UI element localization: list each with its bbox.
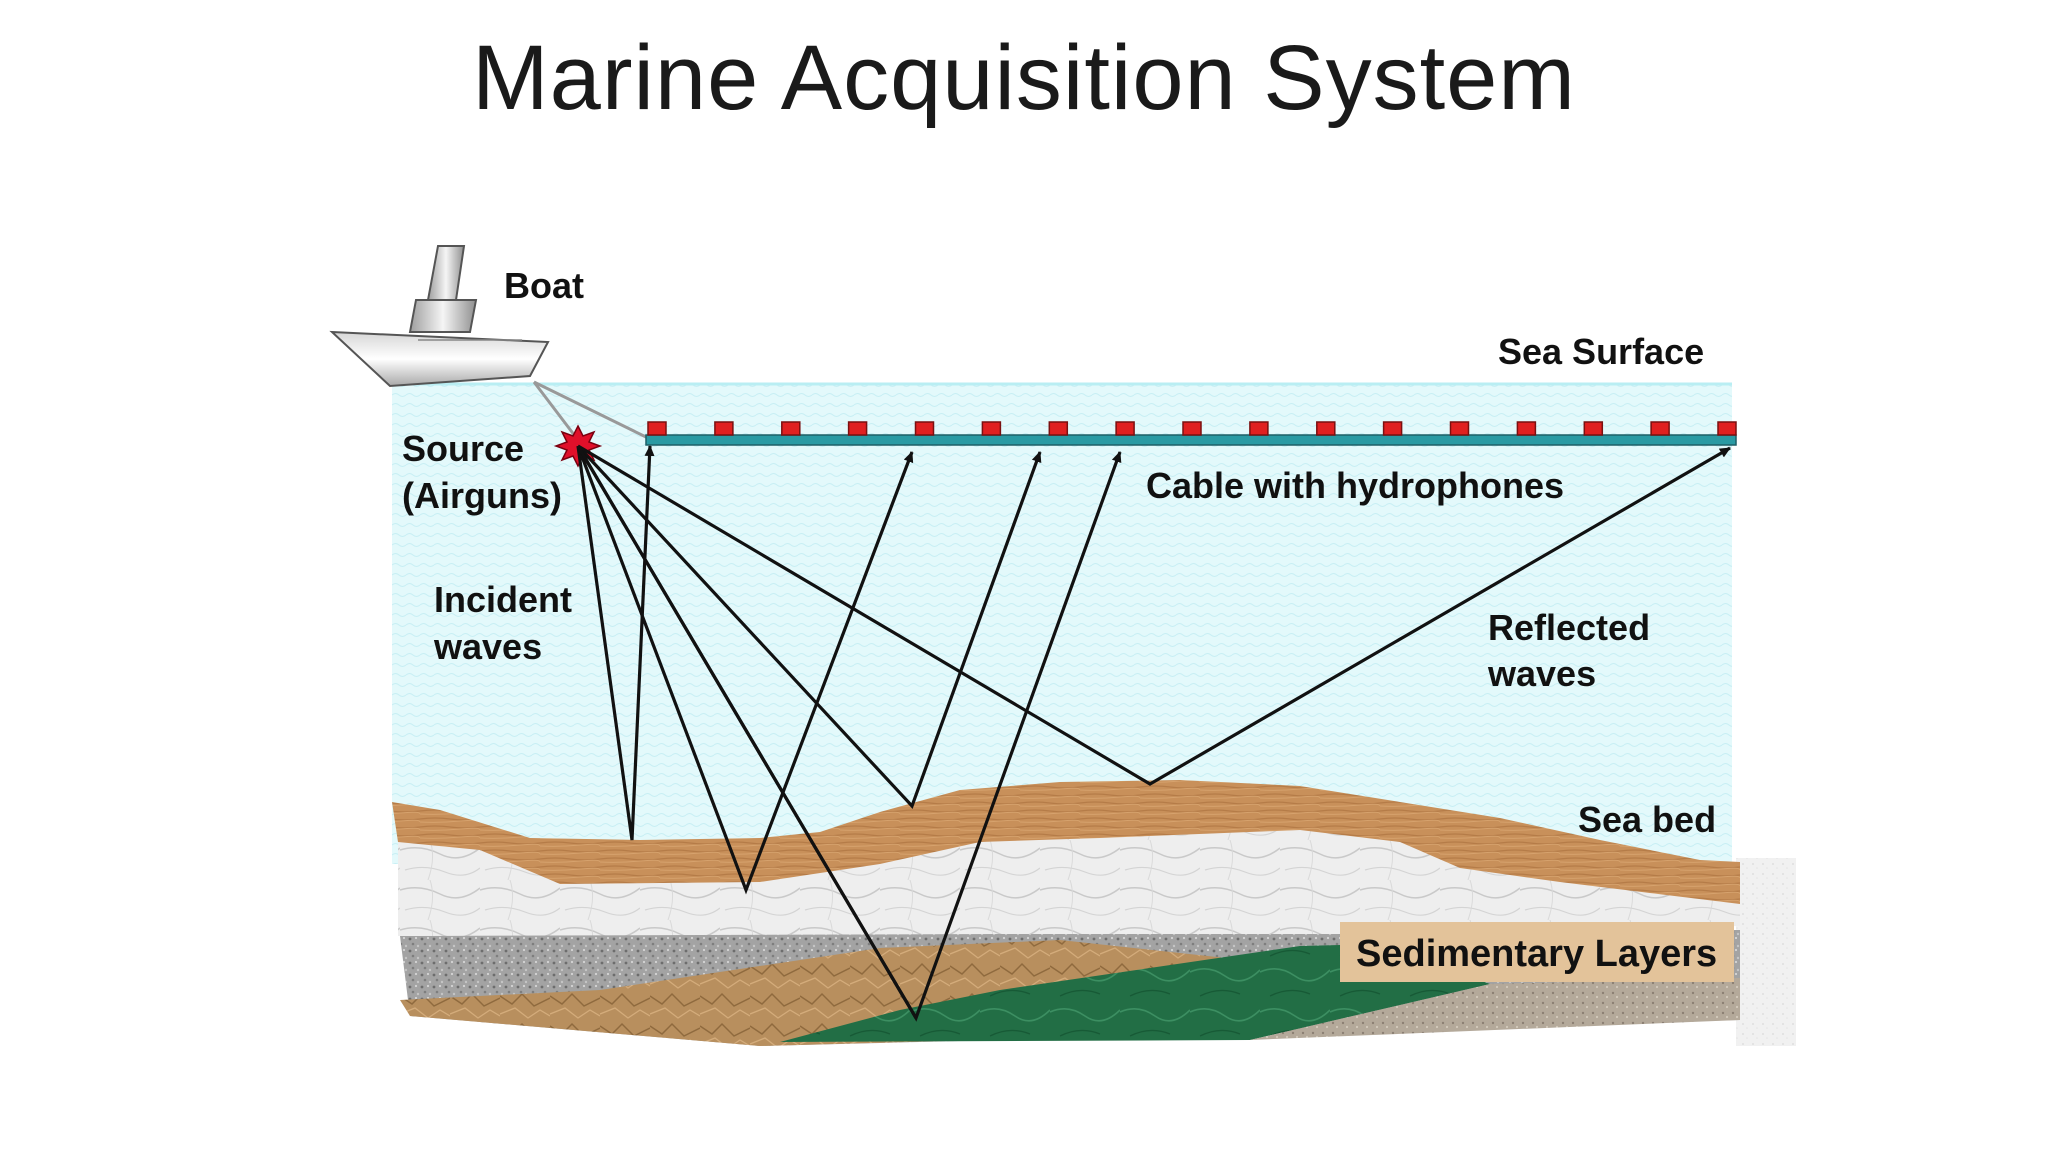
hydrophone-icon [647, 421, 667, 436]
boat-label: Boat [504, 265, 584, 306]
cable-tow-line [533, 380, 649, 440]
hydrophone-icon [1516, 421, 1537, 436]
hydrophone-icon [1249, 421, 1269, 436]
wave-rays [576, 444, 1731, 1022]
incident-waves-label-sub: waves [433, 626, 542, 667]
sea-surface-label: Sea Surface [1498, 331, 1704, 372]
sedimentary-layers-label: Sedimentary Layers [1356, 933, 1717, 975]
ray-path [576, 445, 655, 841]
hydrophone-icon [1449, 421, 1470, 436]
green-layer [780, 944, 1490, 1042]
hydrophone-icon [1583, 421, 1604, 436]
ray-path [576, 445, 914, 895]
reflected-waves-label-sub: waves [1487, 653, 1596, 694]
hydrophone-cable [645, 421, 1737, 446]
sea-bed-layer [392, 780, 1740, 904]
ray-path [577, 444, 1731, 786]
source-label: Source [402, 428, 524, 469]
hydrophone-icon [714, 421, 734, 436]
source-tow-line [532, 381, 580, 441]
boat-icon [329, 245, 550, 388]
hydrophone-icon [1048, 421, 1069, 436]
hydrophone-icon [1650, 421, 1670, 436]
gravel-layer [1250, 978, 1740, 1040]
sea-bed-label: Sea bed [1578, 799, 1716, 840]
hydrophone-icon [1717, 421, 1737, 436]
marble-layer [398, 828, 1740, 936]
cable-label: Cable with hydrophones [1146, 465, 1564, 506]
hydrophone-group [647, 421, 1737, 436]
hydrophone-icon [1382, 421, 1403, 436]
incident-waves-label: Incident [434, 579, 572, 620]
slide-title: Marine Acquisition System [472, 27, 1576, 129]
hydrophone-icon [1316, 421, 1336, 436]
source-label-sub: (Airguns) [402, 475, 562, 516]
right-stone-block [1736, 858, 1796, 1046]
ray-path [576, 444, 1042, 810]
ray-path [576, 445, 918, 1019]
hydrophone-icon [781, 421, 801, 436]
hydrophone-icon [847, 421, 868, 436]
hydrophone-icon [914, 421, 935, 436]
hydrophone-icon [981, 421, 1002, 436]
hydrophone-icon [1115, 421, 1135, 436]
reflected-waves-label: Reflected [1488, 607, 1650, 648]
sedimentary-layers-tag: Sedimentary Layers [1340, 922, 1734, 982]
hydrophone-icon [1182, 421, 1202, 436]
